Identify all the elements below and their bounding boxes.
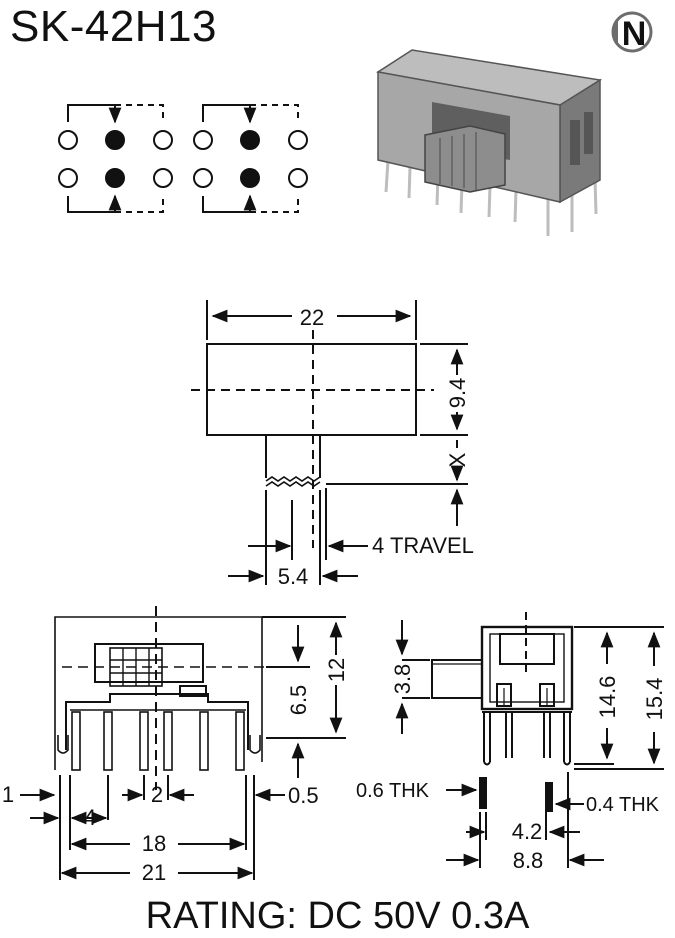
- dim-thk-0-4: 0.4 THK: [586, 794, 660, 816]
- logo-letter: N: [622, 15, 647, 53]
- dim-pin-2: 2: [151, 782, 163, 807]
- dim-height-9-4: 9.4: [445, 378, 470, 409]
- side-view-drawing: [402, 612, 664, 868]
- dim-height-14-6: 14.6: [595, 676, 620, 719]
- side-view-dimensions: [395, 620, 661, 867]
- dim-width-22: 22: [300, 305, 324, 330]
- circuit-schematic: [58, 104, 308, 213]
- dim-travel: 4 TRAVEL: [372, 533, 474, 558]
- dim-height-3-8: 3.8: [390, 664, 415, 695]
- model-title: SK-42H13: [10, 2, 218, 51]
- schematic-group-right: [193, 104, 308, 213]
- dim-thk-0-6: 0.6 THK: [356, 780, 430, 802]
- front-view-drawing: [54, 606, 346, 880]
- dim-pin-1: 1: [2, 782, 14, 807]
- product-illustration: [376, 49, 603, 236]
- top-view-drawing: [191, 300, 468, 585]
- dim-span-21: 21: [142, 860, 166, 885]
- front-view-dimensions: [20, 621, 343, 880]
- dim-span-18: 18: [142, 831, 166, 856]
- schematic-group-left: [58, 104, 173, 213]
- dim-width-4-2: 4.2: [512, 819, 543, 844]
- top-view-dimensions: [211, 309, 464, 583]
- dim-height-6-5: 6.5: [286, 685, 311, 716]
- dim-height-15-4: 15.4: [642, 678, 667, 721]
- dim-height-12: 12: [324, 658, 349, 682]
- dim-x: X: [445, 452, 470, 467]
- rating-text: RATING: DC 50V 0.3A: [145, 895, 530, 937]
- dim-pitch-4: 4: [84, 805, 96, 830]
- dim-width-8-8: 8.8: [513, 848, 544, 873]
- dim-pin-0-5: 0.5: [288, 783, 319, 808]
- dim-actuator-5-4: 5.4: [278, 564, 309, 589]
- brand-logo: N: [611, 11, 653, 53]
